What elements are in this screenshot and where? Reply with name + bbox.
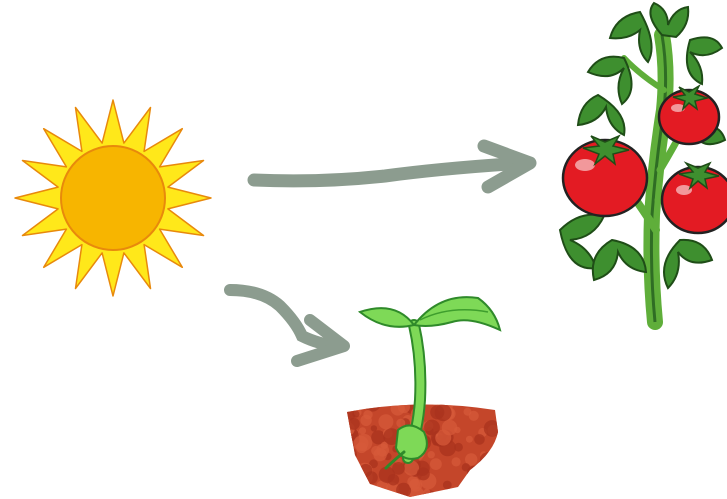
- soil-grain: [342, 447, 356, 461]
- soil-grain: [489, 454, 499, 464]
- soil-grain: [354, 436, 369, 451]
- soil-grain: [426, 396, 436, 406]
- soil-grain: [474, 434, 485, 445]
- arrow-right-icon: [254, 146, 530, 187]
- soil-grain: [391, 401, 405, 415]
- soil-grain: [381, 442, 388, 449]
- soil-grain: [487, 393, 497, 403]
- soil-grain: [452, 457, 461, 466]
- sun-icon: [15, 100, 211, 296]
- soil-grain: [364, 394, 381, 411]
- soil-grain: [343, 468, 361, 486]
- soil-grain: [470, 467, 483, 480]
- soil-grain: [450, 396, 458, 404]
- soil-grain: [491, 446, 497, 452]
- soil-grain: [443, 481, 452, 490]
- soil-grain: [383, 491, 389, 497]
- soil-grain: [352, 411, 359, 418]
- soil-grain: [477, 488, 488, 499]
- soil-grain: [442, 420, 458, 436]
- soil-grain: [481, 477, 496, 492]
- soil-grain: [339, 489, 352, 499]
- soil-grain: [466, 489, 481, 499]
- soil-grain: [339, 441, 351, 453]
- soil-grain: [469, 411, 479, 421]
- soil-grain: [423, 489, 430, 496]
- soil-grain: [363, 410, 372, 419]
- seedling-icon: [339, 297, 503, 499]
- soil-grain: [373, 448, 386, 461]
- soil-grain: [388, 474, 400, 486]
- soil-grain: [470, 488, 481, 499]
- tomato-plant-icon: [548, 3, 727, 326]
- soil-grain: [417, 467, 430, 480]
- soil-grain: [368, 398, 375, 405]
- soil-grain: [358, 392, 373, 407]
- soil-grain: [486, 469, 503, 486]
- soil-grain: [363, 390, 379, 406]
- soil-grain: [478, 460, 488, 470]
- soil-grain: [491, 483, 500, 492]
- soil-grain: [424, 420, 440, 436]
- soil-grain: [443, 396, 449, 402]
- soil-grain: [378, 414, 393, 429]
- soil-grain: [365, 471, 378, 484]
- curved-arrow-icon: [230, 290, 344, 361]
- soil-grain: [392, 462, 405, 475]
- soil-grain: [480, 452, 495, 467]
- soil-grain: [378, 489, 387, 498]
- soil-grain: [396, 483, 411, 498]
- soil-grain: [354, 483, 361, 490]
- sun-core: [61, 146, 165, 250]
- soil-grain: [454, 443, 463, 452]
- soil-grain: [428, 451, 435, 458]
- soil-grain: [359, 427, 366, 434]
- soil-grain: [466, 436, 473, 443]
- soil-grain: [366, 491, 377, 499]
- soil-grain: [430, 458, 442, 470]
- soil-grain: [393, 397, 400, 404]
- soil-grain: [388, 495, 394, 499]
- soil-grain: [371, 425, 377, 431]
- soil-grain: [435, 404, 452, 421]
- soil-grain: [409, 479, 420, 490]
- soil-grain: [467, 466, 481, 480]
- soil-grain: [348, 418, 360, 430]
- soil-grain: [484, 420, 501, 437]
